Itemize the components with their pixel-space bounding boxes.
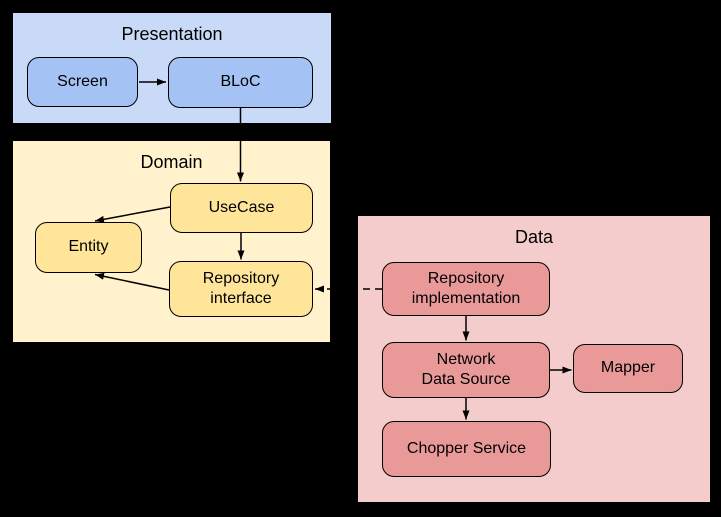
- node-screen-label: Screen: [57, 72, 108, 90]
- region-title-domain: Domain: [140, 152, 203, 172]
- region-title-data: Data: [514, 227, 554, 247]
- node-mapper-label: Mapper: [600, 359, 656, 377]
- node-mapper: Mapper: [573, 344, 683, 393]
- node-repository-implementation: Repository implementation: [382, 262, 550, 316]
- region-title-presentation: Presentation: [121, 24, 223, 44]
- node-repository-interface-label: Repository interface: [202, 269, 280, 307]
- node-network-data-source-label: Network Data Source: [421, 350, 511, 388]
- node-bloc: BLoC: [168, 57, 313, 108]
- node-chopper-service: Chopper Service: [382, 421, 551, 477]
- node-repository-interface: Repository interface: [169, 261, 313, 317]
- node-entity: Entity: [35, 222, 142, 273]
- node-usecase: UseCase: [170, 183, 313, 233]
- node-bloc-label: BLoC: [220, 73, 261, 91]
- node-entity-label: Entity: [68, 238, 109, 256]
- node-usecase-label: UseCase: [208, 198, 275, 216]
- node-repository-implementation-label: Repository implementation: [411, 269, 521, 307]
- node-chopper-service-label: Chopper Service: [406, 439, 527, 457]
- node-screen: Screen: [27, 57, 138, 107]
- node-network-data-source: Network Data Source: [382, 342, 550, 398]
